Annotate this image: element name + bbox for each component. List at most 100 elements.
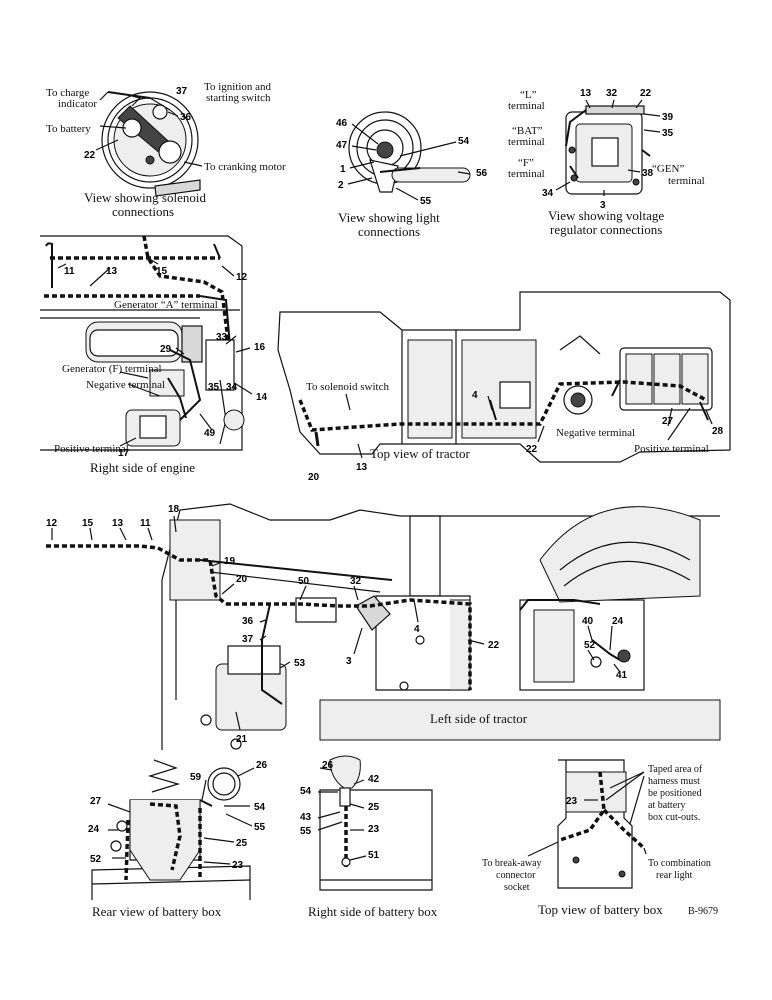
breakaway-label-1: To break-away: [482, 858, 542, 869]
solenoid-caption-1: View showing solenoid: [84, 190, 206, 205]
solenoid-caption-2: connections: [112, 204, 174, 219]
reg-caption-1: View showing voltage: [548, 208, 664, 223]
solenoid-label-ignition: To ignition and: [204, 81, 272, 93]
callout-23: 23: [368, 824, 380, 835]
left-caption: Left side of tractor: [430, 711, 528, 726]
callout-35: 35: [208, 382, 220, 393]
callout-12: 12: [46, 518, 58, 529]
callout-25: 25: [368, 802, 380, 813]
solenoid-label-switch: starting switch: [206, 92, 271, 104]
callout-27: 27: [662, 416, 674, 427]
engine-right-view: 11 13 15 12 33 16 29 35 34 14 49 17 Gene…: [40, 235, 268, 475]
reg-label-bat-terminal: terminal: [508, 136, 545, 148]
top-label-solenoid: To solenoid switch: [306, 381, 389, 393]
callout-59: 59: [190, 772, 202, 783]
callout-55: 55: [300, 826, 312, 837]
light-view: 46 47 1 2 54 56 55 View showing light co…: [336, 111, 488, 239]
reg-label-gen-terminal: terminal: [668, 175, 705, 187]
callout-23: 23: [232, 860, 244, 871]
rear-light-label-2: rear light: [656, 870, 693, 881]
rear-caption: Rear view of battery box: [92, 904, 222, 919]
callout-19: 19: [224, 556, 236, 567]
callout-13: 13: [106, 266, 118, 277]
callout-37: 37: [242, 634, 254, 645]
callout-26: 26: [322, 760, 334, 771]
callout-13: 13: [112, 518, 124, 529]
reg-label-f-terminal: terminal: [508, 168, 545, 180]
callout-54: 54: [254, 802, 266, 813]
callout-24: 24: [88, 824, 100, 835]
callout-1: 1: [340, 164, 346, 175]
callout-3: 3: [600, 200, 606, 211]
callout-4: 4: [472, 390, 478, 401]
callout-49: 49: [204, 428, 216, 439]
callout-35: 35: [662, 128, 674, 139]
breakaway-label-2: connector: [496, 870, 536, 881]
rear-light-label-1: To combination: [648, 858, 711, 869]
callout-34: 34: [226, 382, 238, 393]
callout-36: 36: [180, 112, 192, 123]
callout-42: 42: [368, 774, 380, 785]
tape-note-4: at battery: [648, 800, 685, 811]
callout-54: 54: [458, 136, 470, 147]
callout-13: 13: [356, 462, 368, 473]
tape-note-2: harness must: [648, 776, 700, 787]
callout-41: 41: [616, 670, 628, 681]
callout-22: 22: [526, 444, 538, 455]
reg-label-gen: “GEN”: [652, 163, 684, 175]
tape-note-1: Taped area of: [648, 764, 703, 775]
tape-note-5: box cut-outs.: [648, 812, 700, 823]
callout-33: 33: [216, 332, 228, 343]
callout-38: 38: [642, 168, 654, 179]
callout-11: 11: [140, 518, 151, 529]
callout-53: 53: [294, 658, 306, 669]
top-box-caption: Top view of battery box: [538, 902, 663, 917]
callout-11: 11: [64, 266, 75, 277]
callout-23: 23: [566, 796, 578, 807]
callout-50: 50: [298, 576, 310, 587]
callout-14: 14: [256, 392, 268, 403]
tractor-left-view: 12 15 13 11 18 19 20 50 32 36 37 3 53 4 …: [46, 503, 721, 750]
callout-52: 52: [90, 854, 102, 865]
solenoid-label-cranking: To cranking motor: [204, 161, 286, 173]
callout-43: 43: [300, 812, 312, 823]
callout-29: 29: [160, 344, 172, 355]
battery-rear-view: 59 26 27 54 55 25 24 52 23 Rear view of …: [88, 759, 268, 919]
callout-25: 25: [236, 838, 248, 849]
callout-20: 20: [308, 472, 320, 483]
solenoid-label-battery: To battery: [46, 123, 91, 135]
light-caption-2: connections: [358, 224, 420, 239]
callout-21: 21: [236, 734, 248, 745]
callout-17: 17: [118, 448, 130, 459]
reg-label-f: “F”: [518, 157, 534, 169]
engine-label-negative: Negative terminal: [86, 379, 165, 391]
engine-label-positive: Positive terminal: [54, 443, 129, 455]
solenoid-label-charge: To charge: [46, 87, 89, 99]
tape-note-3: be positioned: [648, 788, 702, 799]
callout-32: 32: [350, 576, 362, 587]
battery-top-view: 23 Taped area of harness must be positio…: [482, 759, 718, 917]
callout-24: 24: [612, 616, 624, 627]
reg-label-bat: “BAT”: [512, 125, 543, 137]
callout-20: 20: [236, 574, 248, 585]
callout-28: 28: [712, 426, 724, 437]
solenoid-label-indicator: indicator: [58, 98, 97, 110]
callout-39: 39: [662, 112, 674, 123]
reg-label-l-terminal: terminal: [508, 100, 545, 112]
callout-40: 40: [582, 616, 594, 627]
callout-22: 22: [640, 88, 652, 99]
reg-label-l: “L”: [520, 89, 537, 101]
engine-label-gen-a: Generator “A” terminal: [114, 299, 218, 311]
callout-55: 55: [254, 822, 266, 833]
regulator-view: “L” terminal “BAT” terminal “F” terminal…: [508, 88, 705, 237]
top-label-negative: Negative terminal: [556, 427, 635, 439]
breakaway-label-3: socket: [504, 882, 530, 893]
callout-36: 36: [242, 616, 254, 627]
reg-caption-2: regulator connections: [550, 222, 662, 237]
light-caption-1: View showing light: [338, 210, 440, 225]
engine-caption: Right side of engine: [90, 460, 195, 475]
tractor-top-view: To solenoid switch Negative terminal Pos…: [277, 291, 731, 483]
callout-56: 56: [476, 168, 488, 179]
